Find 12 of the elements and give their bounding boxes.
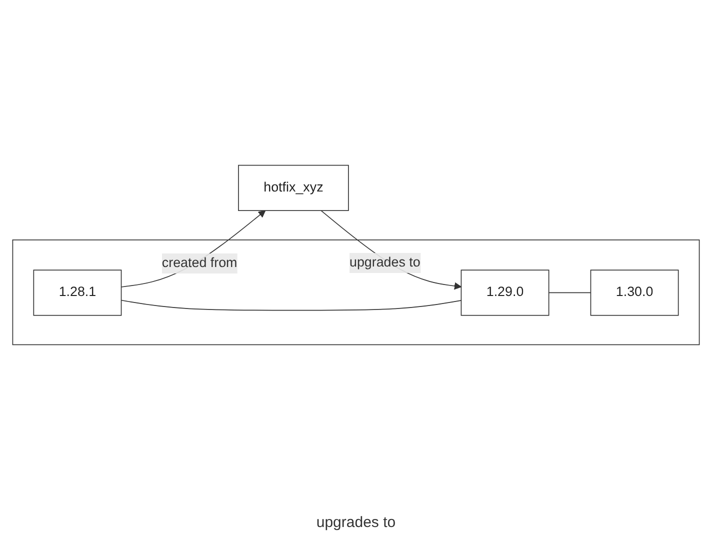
node-box: hotfix_xyz <box>238 164 349 211</box>
cluster <box>12 240 700 346</box>
note-text: upgrades to <box>316 514 396 531</box>
edge-label: created from <box>162 256 238 270</box>
connector <box>548 292 592 294</box>
arrow <box>120 210 266 288</box>
node-box: 1.28.1 <box>33 270 122 316</box>
arrow <box>320 210 462 290</box>
connector <box>120 300 462 311</box>
node-box: 1.30.0 <box>590 270 679 316</box>
node-box: 1.29.0 <box>460 270 550 316</box>
edge-label: upgrades to <box>349 255 420 270</box>
